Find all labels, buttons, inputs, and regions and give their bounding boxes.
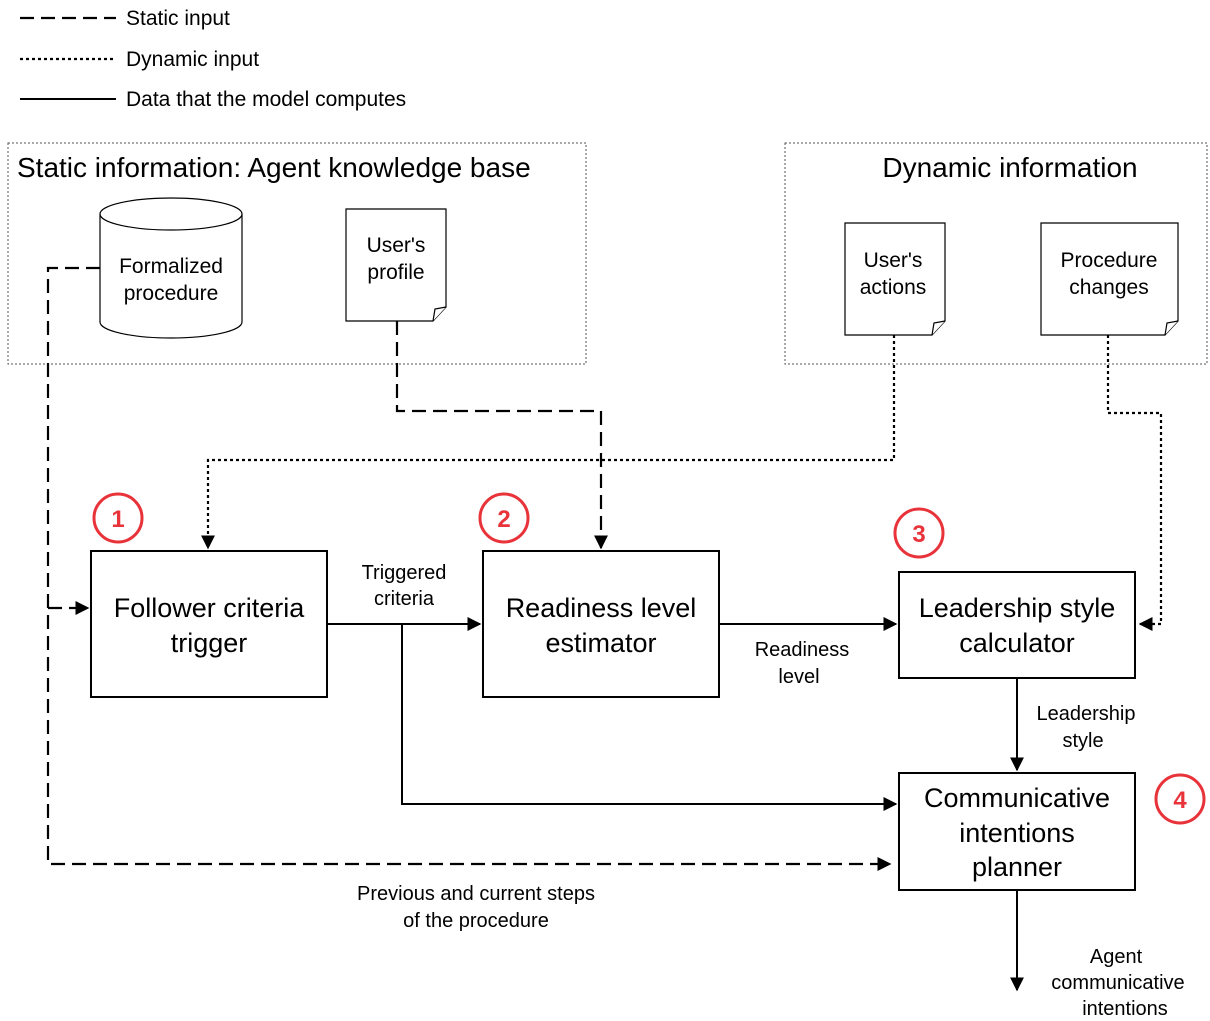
static-info-panel: Static information: Agent knowledge base… [7,142,587,365]
connectors [46,266,1163,992]
document-fold [1164,320,1179,336]
step-marker-3: 3 [893,507,945,559]
module-leadership: Leadership style calculator [898,571,1136,679]
edge-triggered-to-planner [382,623,898,811]
edge-profile-to-readiness [395,321,608,550]
formalized-procedure-store: Formalized procedure [99,197,243,339]
readiness-line1: Readiness level [506,593,697,623]
formalized-procedure-line1: Formalized [119,255,223,278]
triggered-criteria-line1: Triggered [362,562,447,584]
readiness-box [482,550,720,698]
legend-computed-label: Data that the model computes [126,88,406,111]
agent-output-line2: communicative [1051,972,1184,994]
step-number: 2 [497,506,510,533]
readiness-level-line2: level [778,666,819,688]
agent-output-line3: intentions [1082,998,1168,1020]
module-communicative: Communicative intentions planner [898,772,1136,891]
users-actions-line1: User's [864,249,923,272]
module-follower: Follower criteria trigger [90,550,328,698]
module-readiness: Readiness level estimator [482,550,720,698]
procedure-changes-line1: Procedure [1061,249,1158,272]
step-circle [92,492,144,544]
communicative-line2: intentions [959,818,1075,848]
edge-procedure-to-planner [46,266,892,871]
triggered-criteria-line2: criteria [374,588,435,610]
static-panel-border [7,142,587,365]
edge-labels: Triggered criteria Readiness level Leade… [357,562,1185,1020]
step-marker-4: 4 [1154,773,1206,825]
step-circle [1154,773,1206,825]
leadership-box [898,571,1136,679]
legend-dynamic-label: Dynamic input [126,48,259,71]
database-icon [99,214,243,339]
previous-steps-line2: of the procedure [403,910,549,932]
step-circle [893,507,945,559]
legend-static-label: Static input [126,7,230,30]
users-actions-line2: actions [860,276,927,299]
step-number: 3 [912,521,925,548]
dynamic-panel-title: Dynamic information [882,152,1137,183]
users-actions-store: User's actions [844,222,946,336]
users-profile-store: User's profile [345,208,447,322]
database-top [99,197,243,231]
procedure-changes-line2: changes [1069,276,1148,299]
leadership-style-line1: Leadership [1037,703,1136,725]
leadership-style-line2: style [1062,730,1103,752]
agent-output-line1: Agent [1090,946,1143,968]
follower-box [90,550,328,698]
step-number: 4 [1173,787,1187,814]
step-number: 1 [111,506,124,533]
users-profile-line1: User's [367,234,426,257]
readiness-line2: estimator [545,628,656,658]
step-markers: 1 2 3 4 [92,492,1206,825]
procedure-changes-store: Procedure changes [1040,222,1179,336]
static-panel-title: Static information: Agent knowledge base [17,152,531,183]
formalized-procedure-line2: procedure [124,282,219,305]
document-fold [432,306,447,322]
dynamic-panel-border [784,142,1208,365]
users-profile-line2: profile [367,261,424,284]
previous-steps-line1: Previous and current steps [357,883,595,905]
follower-line1: Follower criteria [114,593,306,623]
communicative-box [898,772,1136,891]
document-fold [931,320,946,336]
follower-line2: trigger [171,628,248,658]
dynamic-info-panel: Dynamic information User's actions Proce… [784,142,1208,365]
step-marker-1: 1 [92,492,144,544]
step-circle [478,492,530,544]
communicative-line3: planner [972,852,1062,882]
edge-actions-to-follower [201,335,896,550]
edge-changes-to-leadership [1106,335,1163,631]
readiness-level-line1: Readiness [755,639,850,661]
step-marker-2: 2 [478,492,530,544]
leadership-line1: Leadership style [919,593,1116,623]
legend: Static input Dynamic input Data that the… [20,7,406,111]
leadership-line2: calculator [959,628,1075,658]
communicative-line1: Communicative [924,783,1110,813]
